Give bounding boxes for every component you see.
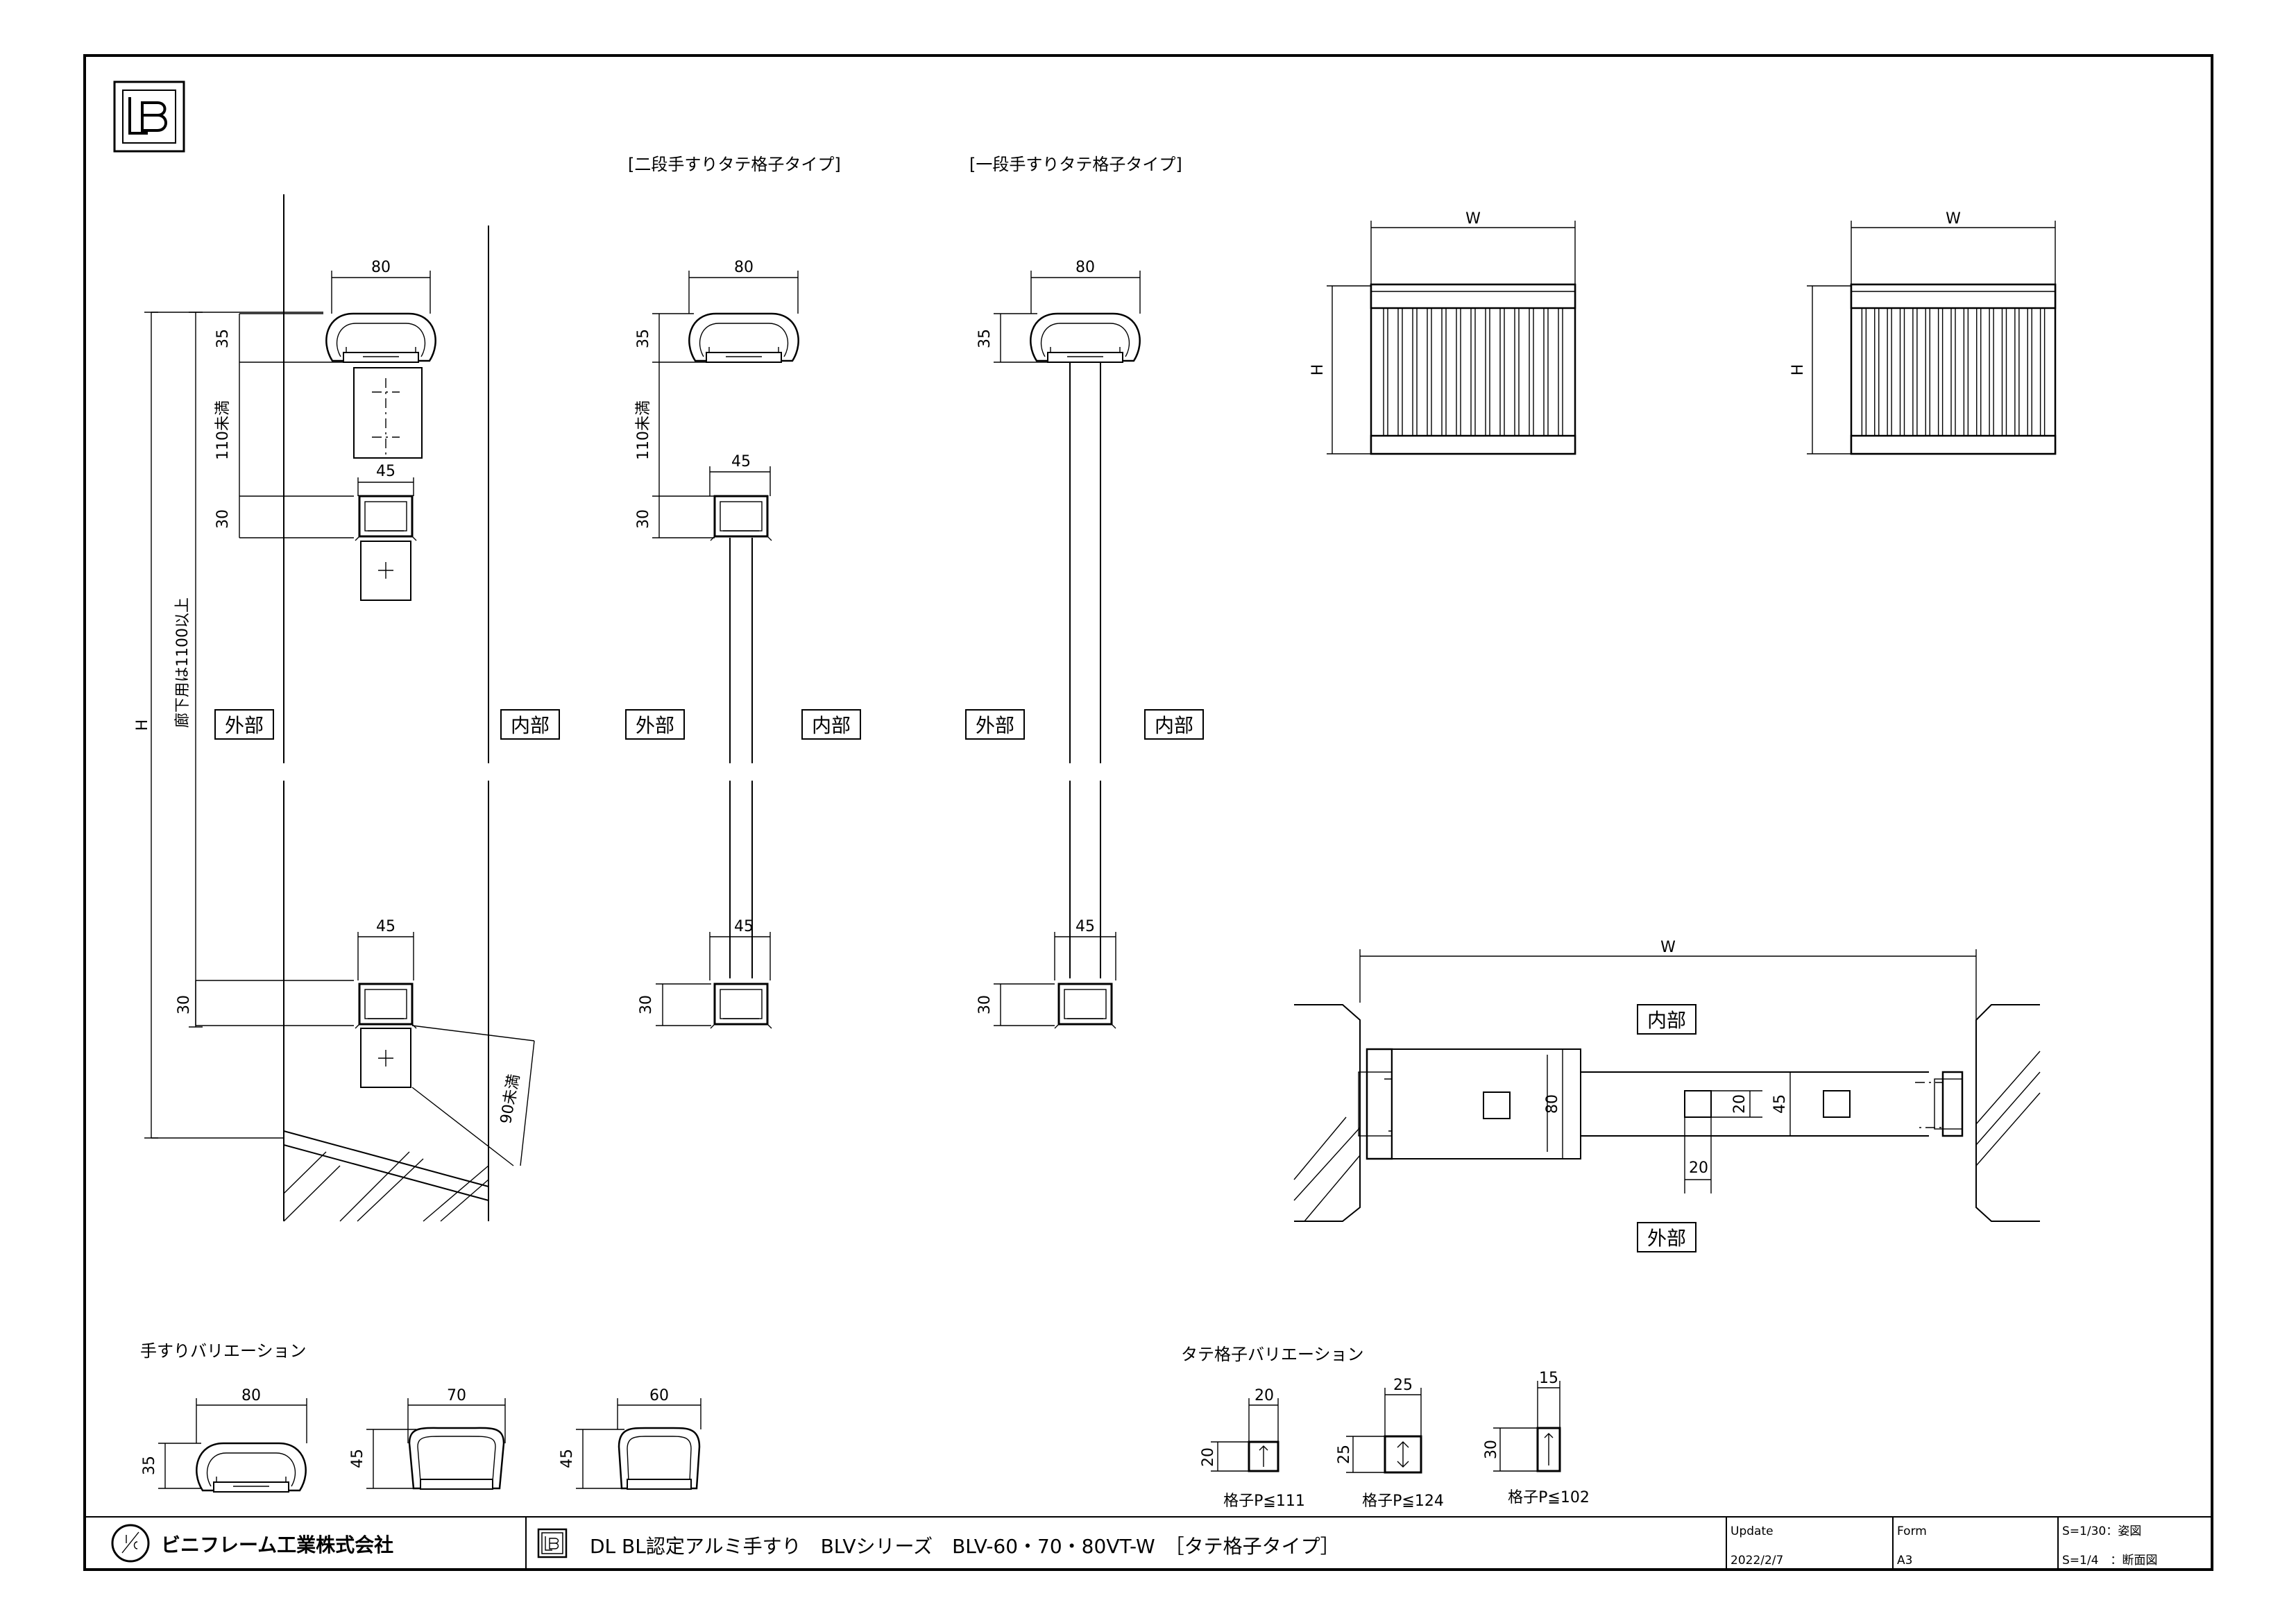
title-handrail-variation: 手すりバリエーション xyxy=(140,1341,307,1361)
dim-30-d: 30 xyxy=(638,995,655,1014)
plan-view: W 80 20 45 20 内部 外部 xyxy=(1293,939,2041,1252)
drawing-title: DL BL認定アルミ手すり BLVシリーズ BLV-60・70・80VT-W ［… xyxy=(590,1535,1340,1558)
var-dim-35: 35 xyxy=(141,1456,158,1475)
label-interior-1: 内部 xyxy=(511,714,550,737)
var-dim-45-b: 45 xyxy=(559,1449,576,1468)
one-stage-section: [一段手すりタテ格子タイプ] 80 35 45 30 外部 内部 xyxy=(965,155,1204,1030)
label-interior-3: 内部 xyxy=(1155,714,1193,737)
dim-30-c: 30 xyxy=(635,509,652,529)
dim-20-plan-a: 20 xyxy=(1731,1094,1749,1114)
bal-dim-20-h: 20 xyxy=(1200,1447,1217,1467)
pitch-124: 格子P≦124 xyxy=(1362,1493,1444,1510)
dim-90: 90未満 xyxy=(498,1073,523,1125)
dim-45-e: 45 xyxy=(1075,918,1095,935)
dim-80-b: 80 xyxy=(734,259,754,276)
title-one-stage: [一段手すりタテ格子タイプ] xyxy=(969,155,1182,174)
dim-80-c: 80 xyxy=(1075,259,1095,276)
var-dim-60: 60 xyxy=(649,1387,669,1404)
title-baluster-variation: タテ格子バリエーション xyxy=(1181,1345,1364,1364)
dim-35-b: 35 xyxy=(635,329,652,348)
form-label: Form xyxy=(1897,1524,1927,1538)
lb-logo-small xyxy=(537,1528,568,1558)
title-two-stage: [二段手すりタテ格子タイプ] xyxy=(628,155,841,174)
dim-corridor: 廊下用は1100以上 xyxy=(174,597,192,728)
update-value: 2022/2/7 xyxy=(1730,1554,1783,1567)
dim-45-c: 45 xyxy=(731,453,751,470)
dim-35-c: 35 xyxy=(976,329,994,348)
dim-H-main: H xyxy=(134,720,151,731)
bal-dim-25-h: 25 xyxy=(1336,1445,1353,1464)
pitch-102: 格子P≦102 xyxy=(1508,1489,1590,1506)
dim-W-c: W xyxy=(1660,939,1676,956)
company-name: ビニフレーム工業株式会社 xyxy=(161,1533,393,1556)
label-exterior-2: 外部 xyxy=(636,714,674,737)
scale-2: S=1/4 ：断面図 xyxy=(2062,1554,2157,1567)
dim-45-a: 45 xyxy=(376,463,396,480)
var-dim-45-a: 45 xyxy=(349,1449,366,1468)
bal-dim-30: 30 xyxy=(1483,1440,1500,1459)
sheet-border xyxy=(83,54,2213,1571)
dim-W-b: W xyxy=(1946,210,1961,228)
dim-45-b: 45 xyxy=(376,918,396,935)
label-interior-plan: 内部 xyxy=(1647,1009,1686,1032)
form-value: A3 xyxy=(1897,1554,1912,1567)
dim-80-plan: 80 xyxy=(1544,1094,1561,1114)
var-dim-70: 70 xyxy=(447,1387,466,1404)
dim-30-e: 30 xyxy=(976,995,994,1014)
dim-30-b: 30 xyxy=(176,995,193,1014)
label-exterior-plan: 外部 xyxy=(1647,1227,1686,1250)
label-exterior-3: 外部 xyxy=(976,714,1014,737)
dim-H-a: H xyxy=(1309,364,1327,376)
lb-logo xyxy=(113,80,185,153)
bal-dim-25-w: 25 xyxy=(1393,1377,1413,1394)
scale-1: S=1/30：姿図 xyxy=(2062,1524,2141,1538)
dim-45-d: 45 xyxy=(734,918,754,935)
main-section-drawing: 35 110未満 30 廊下用は1100以上 H 30 90未満 80 45 4… xyxy=(134,194,560,1222)
dim-H-b: H xyxy=(1789,364,1807,376)
elevation-one-stage: W H xyxy=(1789,210,2057,455)
two-stage-section: [二段手すりタテ格子タイプ] 80 45 35 110未満 30 45 30 外… xyxy=(625,155,861,1030)
update-label: Update xyxy=(1730,1524,1774,1538)
label-exterior-1: 外部 xyxy=(225,714,264,737)
bal-dim-20-w: 20 xyxy=(1255,1387,1274,1404)
label-interior-2: 内部 xyxy=(812,714,851,737)
baluster-variations: タテ格子バリエーション 20 20 格子P≦111 25 25 格子P≦124 … xyxy=(1181,1345,1590,1510)
dim-35-a: 35 xyxy=(214,329,232,348)
title-block: ビニフレーム工業株式会社 DL BL認定アルミ手すり BLVシリーズ BLV-6… xyxy=(85,1516,2212,1570)
dim-45-plan: 45 xyxy=(1771,1094,1789,1114)
pitch-111: 格子P≦111 xyxy=(1223,1493,1305,1510)
handrail-variations: 手すりバリエーション 80 35 70 45 60 45 xyxy=(140,1341,701,1493)
dim-110-b: 110未満 xyxy=(635,400,652,460)
elevation-two-stage: W H xyxy=(1309,210,1576,455)
dim-80-a: 80 xyxy=(371,259,391,276)
dim-30-a: 30 xyxy=(214,509,232,529)
dim-20-plan-b: 20 xyxy=(1689,1159,1708,1177)
dim-W-a: W xyxy=(1465,210,1481,228)
dim-110-a: 110未満 xyxy=(214,400,232,460)
bal-dim-15: 15 xyxy=(1539,1370,1558,1387)
var-dim-80: 80 xyxy=(241,1387,261,1404)
